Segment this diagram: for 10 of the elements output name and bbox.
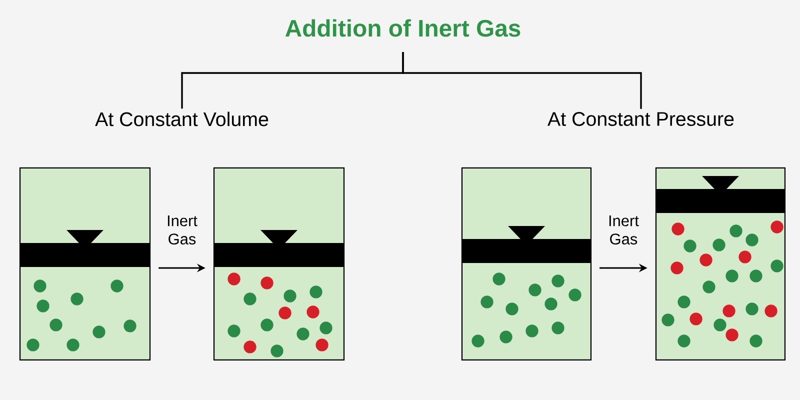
bracket-line <box>402 52 642 109</box>
title: Addition of Inert Gas <box>285 19 520 37</box>
container-drawing <box>655 167 786 361</box>
container-drawing <box>19 167 151 361</box>
container-drawing <box>213 167 345 361</box>
heading: At Constant Pressure <box>548 112 734 126</box>
heading: At Constant Volume <box>95 112 268 126</box>
edge-label: Inert Gas <box>168 215 198 245</box>
edge-label: Inert Gas <box>609 215 639 245</box>
container-drawing <box>461 167 592 361</box>
